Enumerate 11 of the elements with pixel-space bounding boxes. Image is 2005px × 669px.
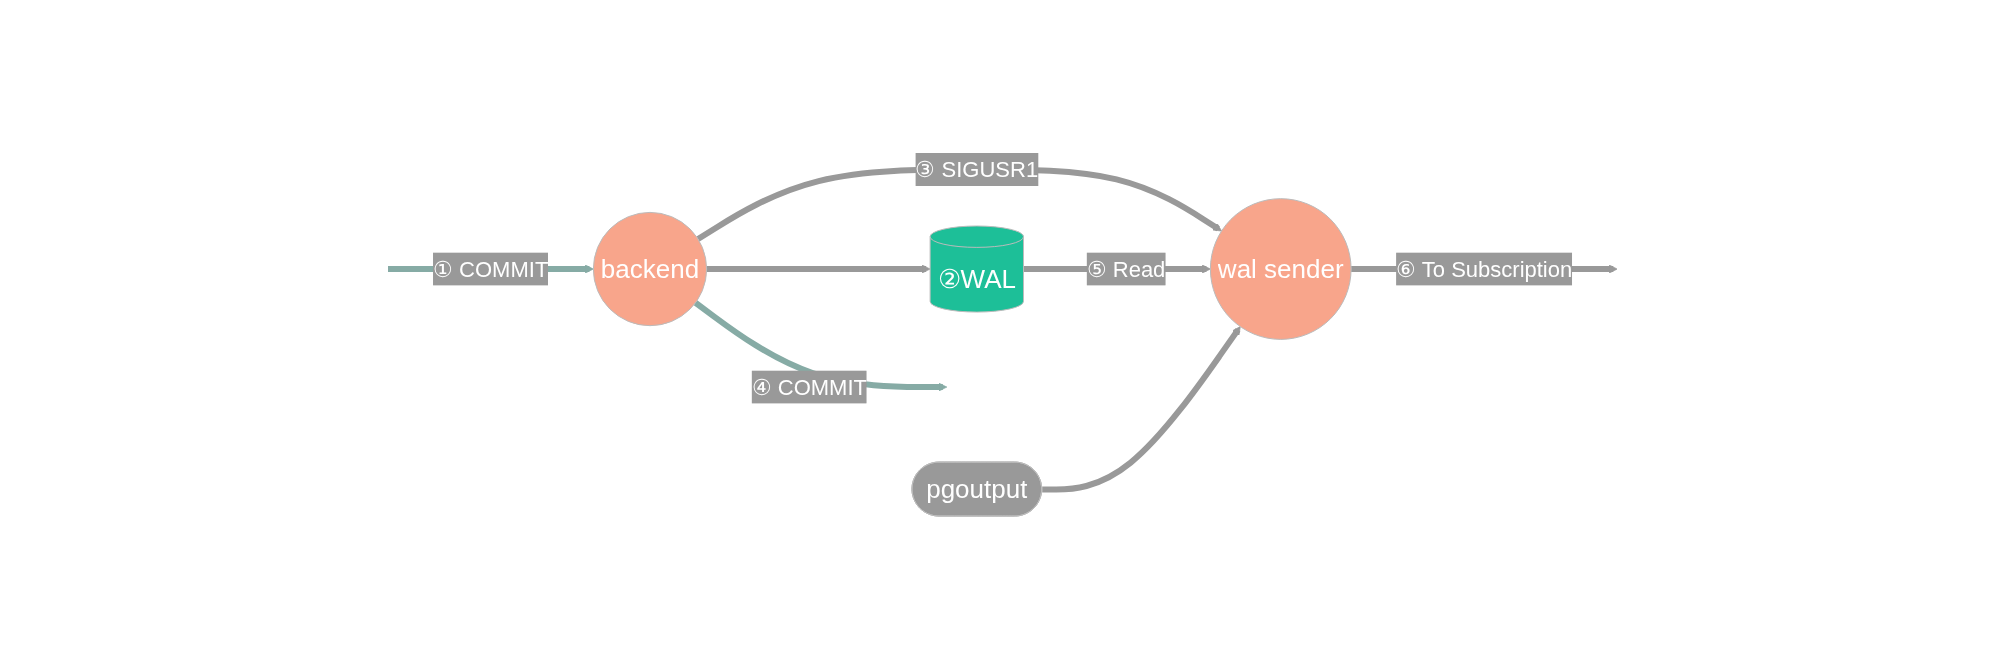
edge-label: ⑥ To Subscription <box>1396 252 1573 286</box>
edge-label: ③ SIGUSR1 <box>915 152 1039 186</box>
process-node: backend <box>592 211 707 327</box>
process-node: wal sender <box>1209 198 1352 340</box>
arrow <box>1042 326 1241 493</box>
edge-label: ④ COMMIT <box>751 370 867 404</box>
process-node: pgoutput <box>911 461 1043 517</box>
arrow <box>706 264 931 274</box>
edge-label: ⑤ Read <box>1086 252 1166 286</box>
process-node: ②WAL <box>929 225 1024 313</box>
edge-label: ① COMMIT <box>432 252 549 286</box>
